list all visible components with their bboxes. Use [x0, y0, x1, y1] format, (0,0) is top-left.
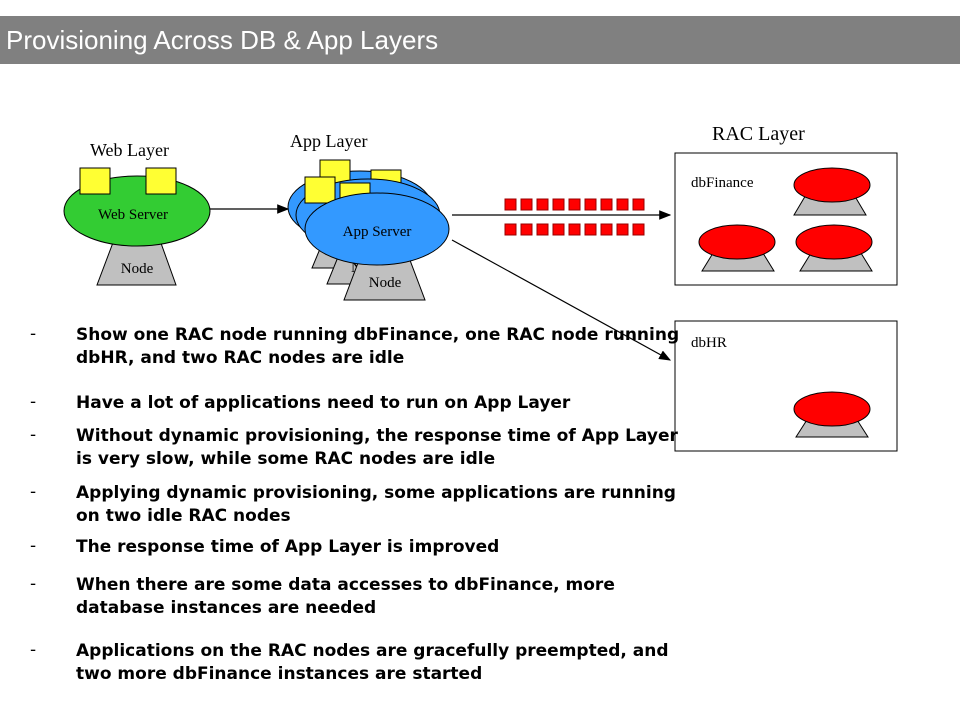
- rac-node-finance-1: [793, 167, 871, 216]
- app-to-hr-arrow: [451, 239, 672, 361]
- bullet-text: Have a lot of applications need to run o…: [76, 393, 571, 413]
- app-server-front: App Server: [304, 192, 450, 266]
- bullet-dash: -: [30, 324, 37, 344]
- app-server-label: App Server: [343, 224, 412, 240]
- bullet-text: When there are some data accesses to dbF…: [76, 575, 615, 618]
- rac-node-finance-3: [795, 224, 873, 272]
- rac-node-hr: [793, 391, 871, 438]
- bullet-dash: -: [30, 392, 37, 412]
- bullet-text: The response time of App Layer is improv…: [76, 537, 500, 557]
- bullet-dash: -: [30, 536, 37, 556]
- rac-node-finance-2: [698, 224, 776, 272]
- request-queue-top: [504, 198, 645, 211]
- db-hr-label: dbHR: [691, 335, 727, 351]
- bullet-dash: -: [30, 482, 37, 502]
- bullet-text: Applications on the RAC nodes are gracef…: [76, 641, 669, 684]
- bullet-text: Show one RAC node running dbFinance, one…: [76, 325, 680, 368]
- app-node-label: Node: [369, 275, 402, 291]
- web-layer-label: Web Layer: [90, 140, 169, 160]
- bullet-text: Applying dynamic provisioning, some appl…: [76, 483, 676, 526]
- db-finance-label: dbFinance: [691, 175, 754, 191]
- rac-layer-label: RAC Layer: [712, 123, 805, 145]
- web-app-square: [145, 167, 177, 195]
- app-square: [304, 176, 336, 204]
- web-app-square: [79, 167, 111, 195]
- app-layer-label: App Layer: [290, 131, 367, 151]
- request-queue-bottom: [504, 223, 645, 236]
- bullet-dash: -: [30, 425, 37, 445]
- bullet-dash: -: [30, 640, 37, 660]
- slide-title: Provisioning Across DB & App Layers: [6, 25, 439, 55]
- title-bar: Provisioning Across DB & App Layers: [0, 16, 960, 64]
- web-server-label: Web Server: [98, 207, 168, 223]
- bullet-dash: -: [30, 574, 37, 594]
- web-node-label: Node: [121, 261, 154, 277]
- bullet-text: Without dynamic provisioning, the respon…: [76, 426, 678, 469]
